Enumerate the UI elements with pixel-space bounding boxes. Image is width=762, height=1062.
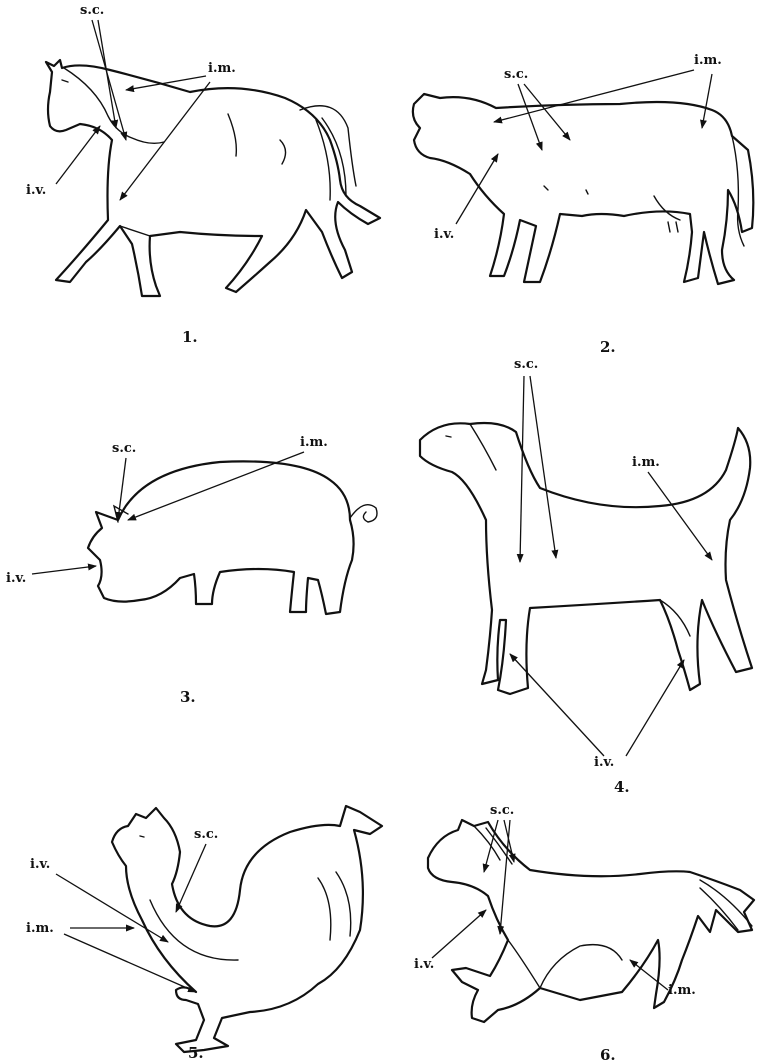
panel-6-sc-label: s.c. (490, 803, 514, 818)
panel-1-im-arrow-b (120, 82, 210, 200)
panel-2-sc-arrow-a (518, 84, 542, 150)
panel-6-iv-arrow (432, 910, 486, 958)
rooster-wing (150, 900, 238, 960)
panel-4-sc-label: s.c. (514, 357, 538, 372)
panel-2-im-arrow-b (702, 74, 712, 128)
panel-2-cow: s.c. i.m. i.v. 2. (413, 53, 753, 356)
panel-1-iv-arrow (56, 126, 100, 184)
panel-3-iv-arrow (32, 566, 96, 574)
panel-3-im-label: i.m. (300, 435, 328, 450)
panel-3-sc-label: s.c. (112, 441, 136, 456)
panel-5-iv-label: i.v. (30, 857, 50, 872)
galloping-horse-tail (700, 880, 752, 930)
rooster-tail-feathers (318, 872, 351, 940)
panel-1-iv-label: i.v. (26, 183, 46, 198)
panel-4-im-label: i.m. (632, 455, 660, 470)
panel-6-horse: s.c. i.v. i.m. 6. (414, 803, 754, 1062)
rooster-eye (140, 836, 144, 837)
panel-6-number: 6. (600, 1046, 616, 1062)
panel-6-iv-label: i.v. (414, 957, 434, 972)
panel-1-horse: s.c. i.m. i.v. 1. (26, 3, 380, 346)
panel-4-sc-arrow-b (530, 376, 556, 558)
galloping-horse-outline (428, 820, 754, 1022)
panel-5-iv-arrow (56, 874, 168, 942)
panel-4-iv-arrow-a (510, 654, 604, 756)
panel-5-im-arrow-b (64, 934, 196, 992)
panel-4-sc-arrow-a (520, 376, 524, 562)
galloping-horse-legs (508, 940, 622, 988)
panel-2-iv-label: i.v. (434, 227, 454, 242)
rooster-outline (112, 806, 382, 1052)
panel-4-im-arrow (648, 472, 712, 560)
panel-3-iv-label: i.v. (6, 571, 26, 586)
panel-1-number: 1. (182, 328, 198, 346)
panel-6-sc-arrow-c (500, 820, 510, 934)
panel-4-iv-arrow-b (626, 660, 684, 756)
panel-2-number: 2. (600, 338, 616, 356)
panel-5-sc-label: s.c. (194, 827, 218, 842)
panel-1-sc-label: s.c. (80, 3, 104, 18)
panel-2-iv-arrow (456, 154, 498, 224)
panel-4-number: 4. (614, 778, 630, 796)
panel-5-rooster: s.c. i.v. i.m. 5. (26, 806, 382, 1062)
panel-6-im-label: i.m. (668, 983, 696, 998)
panel-4-dog: s.c. i.m. i.v. 4. (420, 357, 752, 796)
dog-ear (470, 424, 496, 470)
pig-tail (350, 505, 377, 522)
horse-leg-lines (120, 114, 286, 236)
panel-1-sc-arrow-b (98, 20, 116, 128)
panel-2-sc-label: s.c. (504, 67, 528, 82)
panel-5-number: 5. (188, 1044, 204, 1062)
cow-udder (654, 196, 680, 232)
panel-1-sc-arrow-a (92, 20, 126, 140)
panel-5-im-label: i.m. (26, 921, 54, 936)
cow-outline (413, 94, 753, 284)
cow-belly-line (544, 186, 588, 194)
dog-hind-leg (660, 600, 690, 636)
dog-eye (446, 436, 451, 437)
dog-outline (420, 423, 752, 694)
panel-1-im-label: i.m. (208, 61, 236, 76)
panel-3-number: 3. (180, 688, 196, 706)
horse-tail (300, 106, 356, 200)
panel-4-iv-label: i.v. (594, 755, 614, 770)
panel-2-im-label: i.m. (694, 53, 722, 68)
horse-eye (62, 80, 68, 82)
panel-3-pig: s.c. i.m. i.v. 3. (6, 435, 377, 706)
